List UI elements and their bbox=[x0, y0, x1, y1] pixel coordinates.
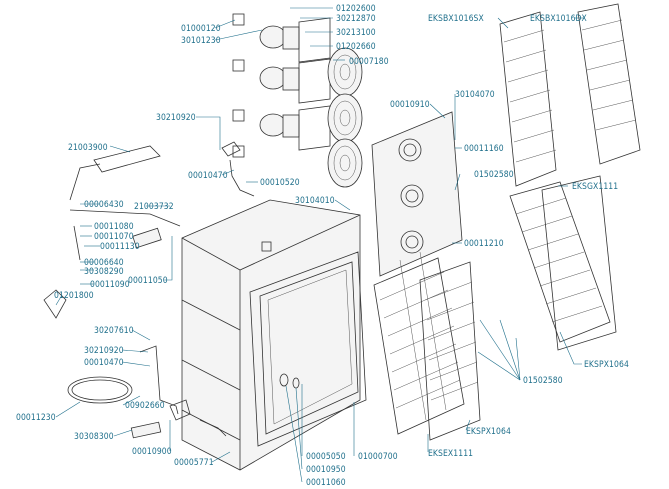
door-frame bbox=[249, 251, 367, 447]
label-01202660: 01202660 bbox=[336, 42, 376, 52]
label-00010520: 00010520 bbox=[260, 178, 300, 188]
label-00010900: 00010900 bbox=[132, 447, 172, 457]
label-21003732: 21003732 bbox=[134, 202, 174, 212]
label-ekspx1064-front: EKSPX1064 bbox=[466, 427, 511, 437]
label-eksbx1016sx: EKSBX1016SX bbox=[428, 14, 484, 24]
rack-eksbx1016dx bbox=[577, 3, 641, 165]
label-30210920-top: 30210920 bbox=[156, 113, 196, 123]
label-30212870: 30212870 bbox=[336, 14, 376, 24]
label-ekspx1064-right: EKSPX1064 bbox=[584, 360, 629, 370]
fan-assembly bbox=[232, 13, 363, 188]
part-labels: 01000120 30101230 01202600 30212870 3021… bbox=[16, 4, 629, 488]
leader-lines bbox=[55, 7, 585, 483]
label-00010910: 00010910 bbox=[390, 100, 430, 110]
label-00011210: 00011210 bbox=[464, 239, 504, 249]
rear-fan-panel bbox=[371, 111, 463, 277]
label-30104070: 30104070 bbox=[455, 90, 495, 100]
motor-3 bbox=[259, 105, 331, 151]
rack-ekspx1064-front bbox=[419, 261, 481, 441]
label-01000700: 01000700 bbox=[358, 452, 398, 462]
label-00011090: 00011090 bbox=[90, 280, 130, 290]
label-00010470-bottom: 00010470 bbox=[84, 358, 124, 368]
bar-21003900 bbox=[93, 145, 161, 173]
label-00011050: 00011050 bbox=[128, 276, 168, 286]
valve-01201800 bbox=[43, 289, 67, 319]
rack-ekspx1064-right bbox=[541, 175, 617, 351]
motor-2 bbox=[259, 58, 331, 104]
label-00007180: 00007180 bbox=[349, 57, 389, 67]
label-21003900: 21003900 bbox=[68, 143, 108, 153]
label-00011130: 00011130 bbox=[100, 242, 140, 252]
label-01000120: 01000120 bbox=[181, 24, 221, 34]
label-eksex1111: EKSEX1111 bbox=[428, 449, 473, 459]
bracket-top bbox=[232, 13, 245, 26]
blower-wheel-1 bbox=[327, 47, 363, 97]
label-eksbx1016dx: EKSBX1016DX bbox=[530, 14, 587, 24]
label-00011080: 00011080 bbox=[94, 222, 134, 232]
bracket-bottom bbox=[232, 145, 245, 158]
plate-30308300 bbox=[130, 421, 162, 439]
label-00005050: 00005050 bbox=[306, 452, 346, 462]
label-01502580-bottom: 01502580 bbox=[523, 376, 563, 386]
label-30207610: 30207610 bbox=[94, 326, 134, 336]
label-00902660: 00902660 bbox=[125, 401, 165, 411]
label-30213100: 30213100 bbox=[336, 28, 376, 38]
blower-wheel-3 bbox=[327, 138, 363, 188]
label-30308300: 30308300 bbox=[74, 432, 114, 442]
label-30308290: 30308290 bbox=[84, 267, 124, 277]
bracket-mid bbox=[232, 59, 245, 72]
left-components bbox=[43, 141, 255, 319]
motor-1 bbox=[259, 17, 331, 63]
label-00005771: 00005771 bbox=[174, 458, 214, 468]
label-00010950: 00010950 bbox=[306, 465, 346, 475]
vent-hole bbox=[261, 241, 272, 252]
label-30210920-bottom: 30210920 bbox=[84, 346, 124, 356]
label-01201800: 01201800 bbox=[54, 291, 94, 301]
plate bbox=[132, 227, 162, 249]
rack-eksbx1016sx bbox=[499, 11, 557, 187]
blower-wheel-2 bbox=[327, 93, 363, 143]
bracket-low bbox=[232, 109, 245, 122]
label-00011160: 00011160 bbox=[464, 144, 504, 154]
label-30104010: 30104010 bbox=[295, 196, 335, 206]
label-00006640: 00006640 bbox=[84, 258, 124, 268]
label-30101230: 30101230 bbox=[181, 36, 221, 46]
label-00011060: 00011060 bbox=[306, 478, 346, 488]
label-00011230: 00011230 bbox=[16, 413, 56, 423]
label-01202600: 01202600 bbox=[336, 4, 376, 14]
label-eksgx1111: EKSGX1111 bbox=[572, 182, 618, 192]
hose-00011230 bbox=[67, 376, 133, 404]
label-00006430: 00006430 bbox=[84, 200, 124, 210]
rack-eksgx1111 bbox=[509, 181, 611, 343]
bottom-left-components bbox=[67, 345, 227, 439]
rack-eksex1111 bbox=[373, 251, 465, 435]
label-00011070: 00011070 bbox=[94, 232, 134, 242]
oven-body bbox=[181, 199, 361, 471]
label-00010470-top: 00010470 bbox=[188, 171, 228, 181]
label-01502580-top: 01502580 bbox=[474, 170, 514, 180]
